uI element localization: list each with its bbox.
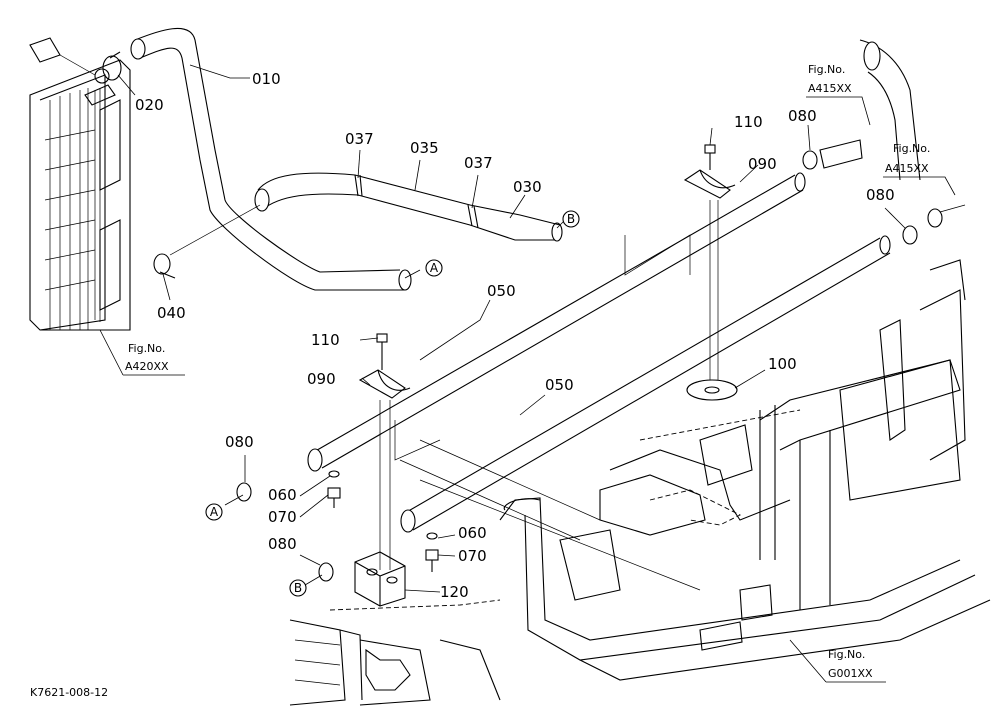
part-label-037-right: 037 [464, 154, 493, 172]
part-label-040: 040 [157, 304, 186, 322]
hose-upper-right [819, 39, 966, 228]
fitting-060-070-right [425, 532, 439, 572]
marker-b-pipe-letter: B [294, 581, 302, 595]
part-label-080-left-upper: 080 [225, 433, 254, 451]
part-label-050-upper: 050 [487, 282, 516, 300]
bolt-110-lower [376, 333, 388, 370]
part-label-090-upper: 090 [748, 155, 777, 173]
clamp-080-left-lower [318, 562, 334, 582]
drawing-code: K7621-008-12 [30, 686, 108, 699]
holder-120 [354, 551, 406, 607]
part-label-120: 120 [440, 583, 469, 601]
fig-ref-a415-upper: Fig.No. A415XX [806, 63, 871, 126]
radiator [29, 37, 131, 331]
marker-a-hose: A [425, 259, 443, 277]
part-label-110-upper: 110 [734, 113, 763, 131]
part-label-030: 030 [513, 178, 542, 196]
bracket-090-lower [358, 369, 411, 399]
fig-ref-a415-upper-line1: Fig.No. [808, 63, 845, 76]
fig-ref-a420-line2: A420XX [125, 360, 169, 373]
part-label-037-left: 037 [345, 130, 374, 148]
part-label-070-right: 070 [458, 547, 487, 565]
marker-b-pipe: B [289, 579, 307, 597]
fig-ref-a420-line1: Fig.No. [128, 342, 165, 355]
fig-ref-a415-upper-line2: A415XX [808, 82, 852, 95]
part-label-110-lower: 110 [311, 331, 340, 349]
marker-b-hose: B [562, 210, 580, 228]
fig-ref-g001-line1: Fig.No. [828, 648, 865, 661]
clamp-020 [102, 51, 122, 81]
fig-ref-a415-lower-line1: Fig.No. [893, 142, 930, 155]
part-label-060-left: 060 [268, 486, 297, 504]
bolt-110-upper [704, 144, 716, 170]
marker-a-pipe: A [205, 503, 223, 521]
hose-010 [130, 27, 412, 291]
fig-ref-g001: Fig.No. G001XX [789, 639, 886, 683]
fig-ref-a420: Fig.No. A420XX [99, 329, 185, 376]
part-label-010: 010 [252, 70, 281, 88]
base-structure [289, 619, 501, 706]
chassis-frame [329, 259, 991, 681]
part-label-050-lower: 050 [545, 376, 574, 394]
fig-ref-a415-lower: Fig.No. A415XX [883, 142, 956, 196]
part-label-090-lower: 090 [307, 370, 336, 388]
part-label-080-right-lower: 080 [866, 186, 895, 204]
bracket-090-upper [683, 169, 736, 199]
part-label-100: 100 [768, 355, 797, 373]
part-label-020: 020 [135, 96, 164, 114]
clamp-080-right-upper [802, 150, 818, 170]
hose-030-035 [254, 172, 563, 242]
marker-b-hose-letter: B [567, 212, 575, 226]
part-label-070-left: 070 [268, 508, 297, 526]
clamp-040 [153, 253, 176, 279]
pipe-050-upper [307, 172, 806, 472]
part-label-035: 035 [410, 139, 439, 157]
part-label-060-right: 060 [458, 524, 487, 542]
fitting-060-070-left [327, 470, 341, 508]
part-label-080-left-lower: 080 [268, 535, 297, 553]
marker-a-pipe-letter: A [210, 505, 219, 519]
fig-ref-a415-lower-line2: A415XX [885, 162, 929, 175]
clamp-080-right-lower [902, 225, 918, 245]
marker-a-hose-letter: A [430, 261, 439, 275]
clamp-080-left-upper [236, 482, 252, 502]
pipe-050-lower [400, 235, 891, 533]
fig-ref-g001-line2: G001XX [828, 667, 873, 680]
part-label-080-right-upper: 080 [788, 107, 817, 125]
washer-100 [686, 379, 738, 401]
